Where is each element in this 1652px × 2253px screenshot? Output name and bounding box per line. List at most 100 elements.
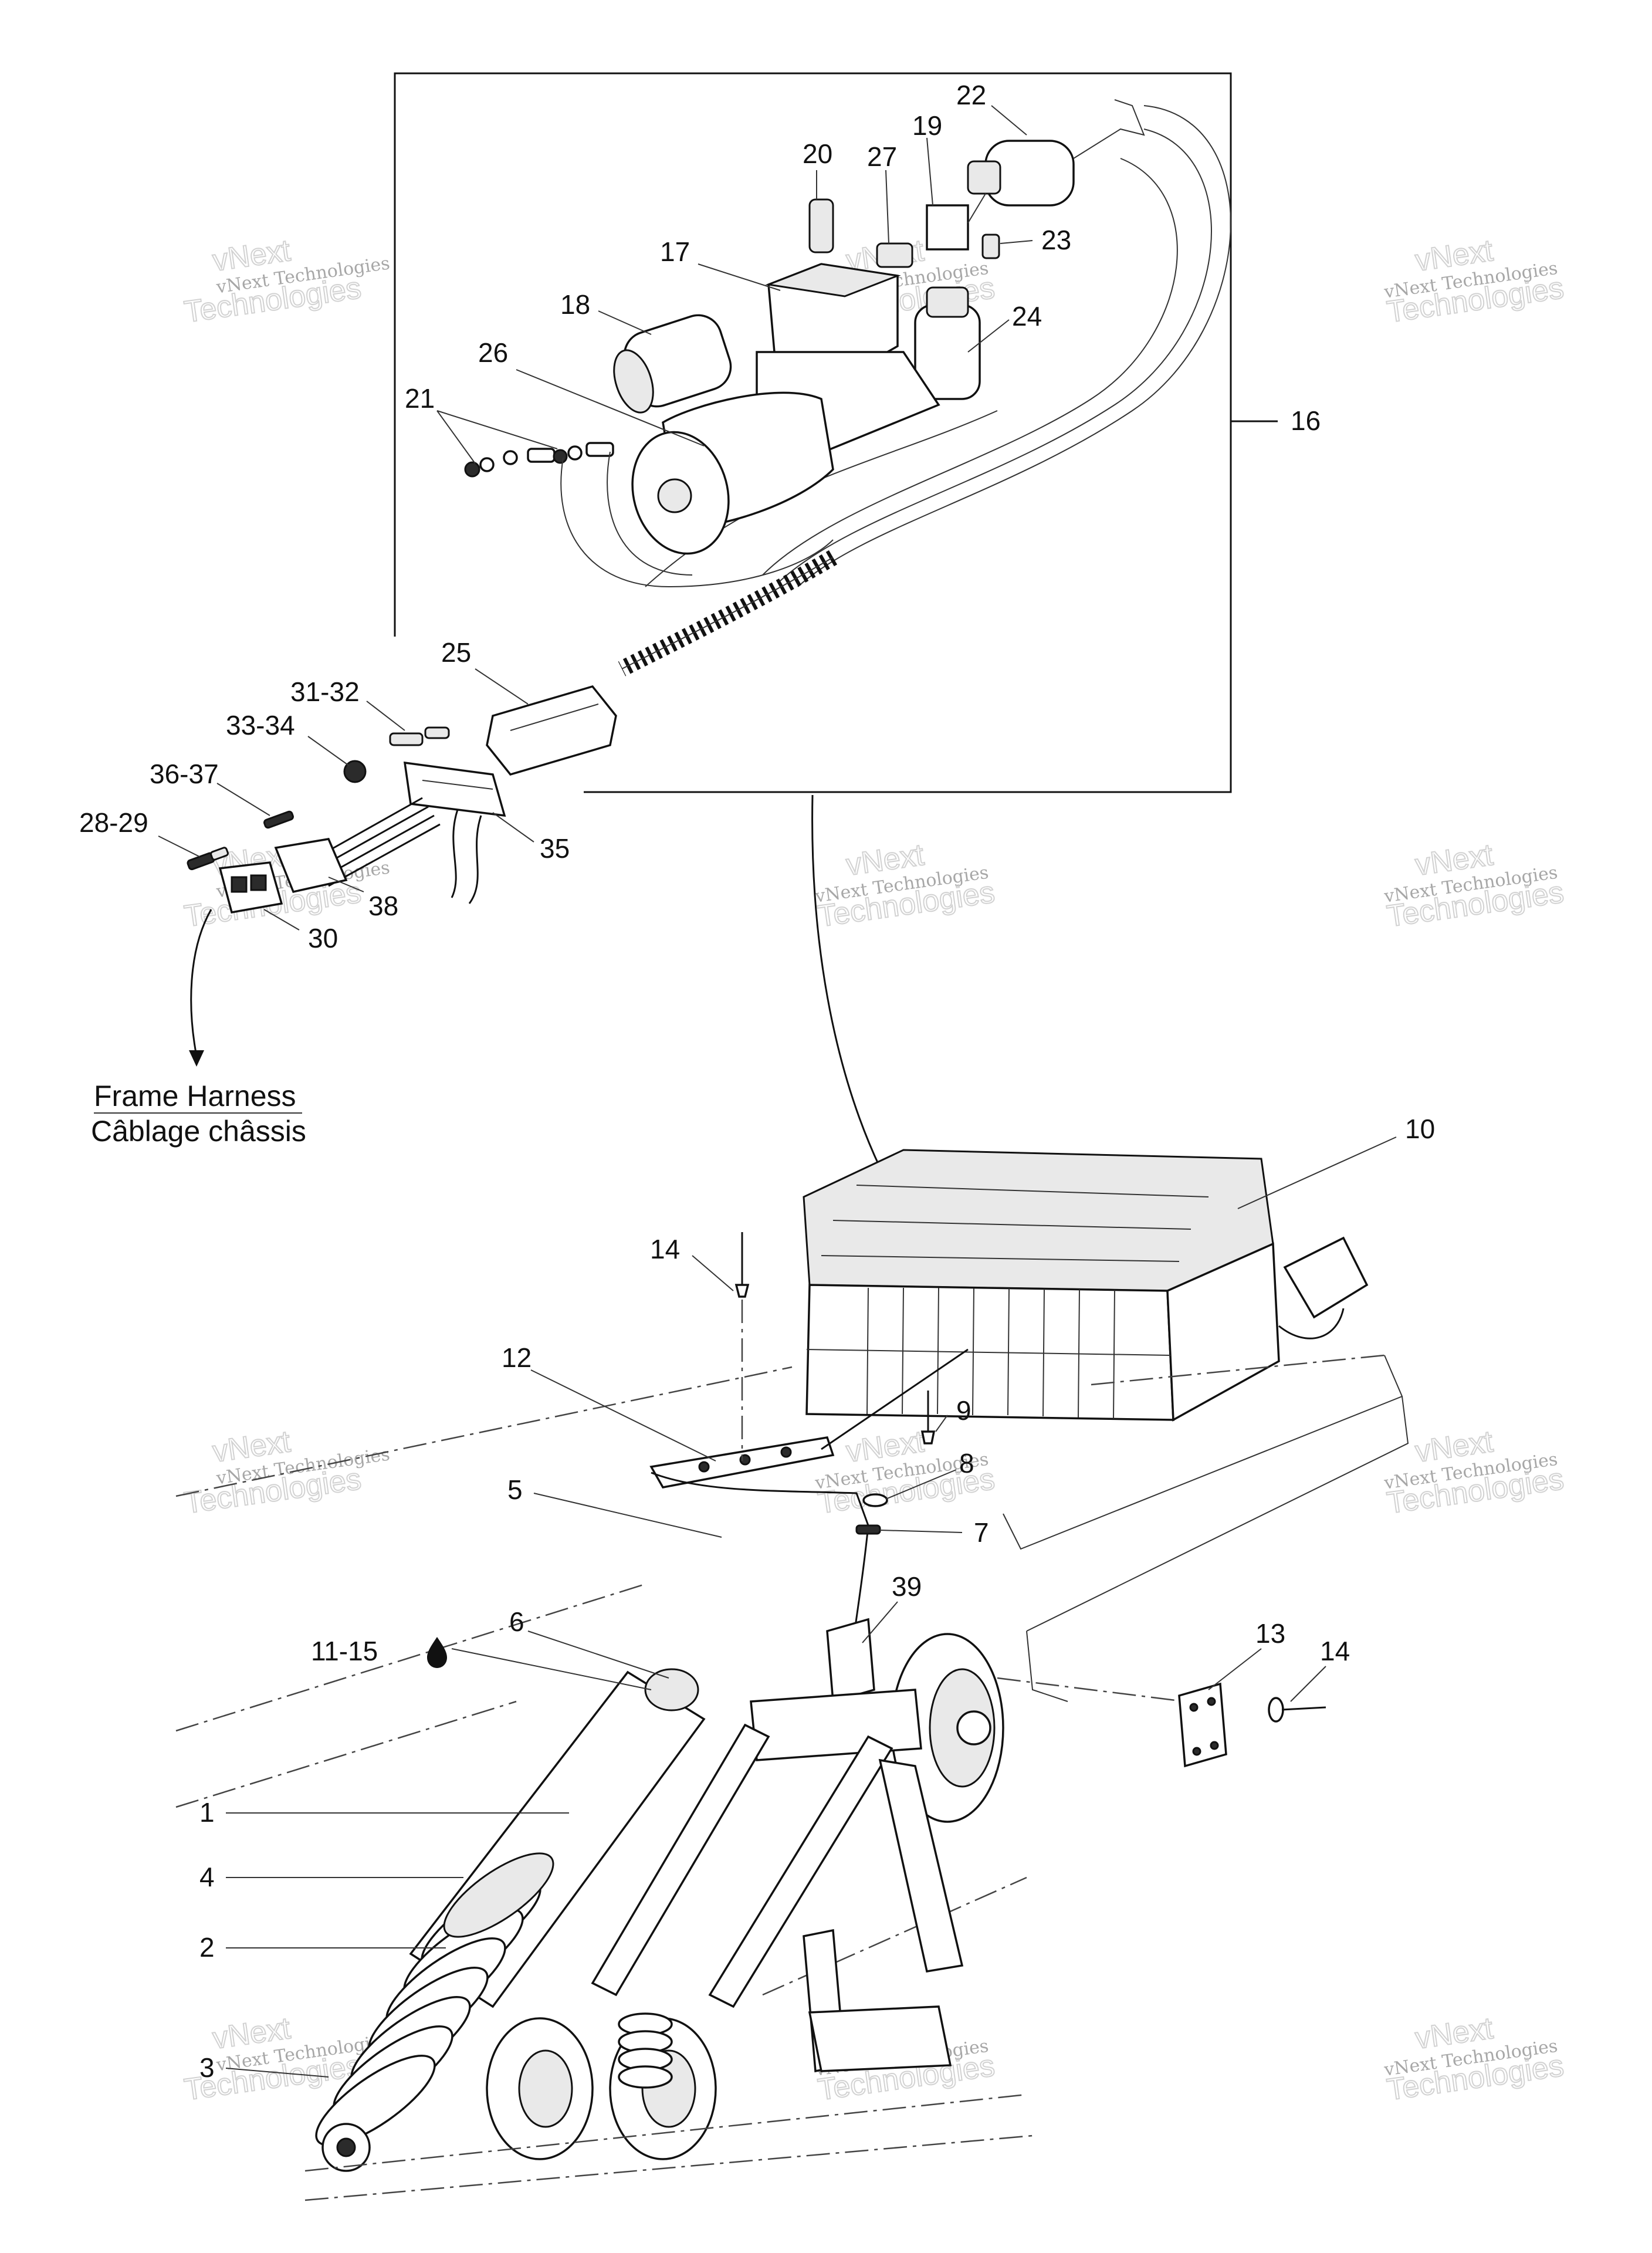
leader-10	[1237, 1136, 1397, 1209]
leader-35	[492, 812, 534, 843]
connector-35-rib	[422, 780, 493, 790]
leader-18	[598, 310, 652, 335]
leader-lines	[158, 105, 1397, 2078]
control-module-10	[803, 1149, 1369, 1422]
callout-33-34: 33-34	[226, 710, 295, 740]
callout-25: 25	[441, 637, 471, 668]
connector-25-rib	[510, 703, 599, 731]
callout-18: 18	[560, 289, 590, 320]
terminal-21	[585, 442, 614, 457]
leader-22	[991, 105, 1027, 136]
callout-3: 3	[199, 2052, 215, 2083]
leader-27	[885, 170, 889, 244]
rivet-14-head	[734, 1284, 750, 1298]
motor-wire	[560, 457, 834, 588]
leader-30	[263, 909, 300, 931]
rivet-14-right	[1281, 1706, 1326, 1711]
wire-38	[328, 806, 429, 864]
clip-36-37	[263, 810, 294, 829]
compressor-assembly	[464, 99, 1231, 676]
plate-hole	[1210, 1741, 1219, 1750]
watermark-top-left: vNext vNext Technologies Technologies	[182, 233, 391, 330]
dryer-cap-24	[926, 286, 969, 318]
module-rib	[1007, 1288, 1010, 1416]
bracket-hole	[780, 1446, 792, 1458]
bracket-hole	[698, 1461, 710, 1473]
module-cable	[1278, 1308, 1345, 1339]
head-top-17	[765, 263, 901, 297]
leader-38	[328, 877, 364, 892]
module-ribs	[806, 1185, 1209, 1419]
callout-16: 16	[1291, 405, 1321, 436]
frame-harness-caption: Frame Harness Câblage châssis	[91, 1080, 306, 1148]
callout-5: 5	[507, 1474, 523, 1505]
connector-25	[486, 685, 617, 776]
plate-assembly	[1178, 1682, 1326, 1768]
air-line	[762, 158, 1178, 576]
module-top	[803, 1149, 1274, 1292]
frame-harness-label-en: Frame Harness	[94, 1080, 296, 1112]
frame-rail-top	[1091, 1354, 1385, 1386]
callout-21: 21	[405, 383, 435, 414]
seal-33-34	[343, 760, 367, 783]
callout-24: 24	[1012, 301, 1042, 331]
leader-28-29	[158, 835, 200, 857]
clip-7	[855, 1524, 881, 1535]
connector-35	[403, 761, 506, 817]
plate-hole	[1189, 1703, 1199, 1712]
watermark-mid-center: vNext vNext Technologies Technologies	[813, 837, 997, 935]
spring-coil	[315, 2055, 436, 2146]
slide-rail	[304, 2093, 1027, 2172]
callout-19: 19	[912, 110, 942, 141]
fitting-23	[981, 234, 1000, 259]
leader-14-top	[692, 1255, 734, 1291]
tunnel-outline	[175, 1583, 646, 1732]
callout-17: 17	[660, 236, 690, 267]
washer-8	[862, 1493, 888, 1507]
leader-7	[879, 1530, 963, 1533]
frame-rail	[1026, 1630, 1068, 1702]
module-rib	[856, 1185, 1209, 1197]
callout-14-right: 14	[1320, 1636, 1350, 1666]
leader-24	[967, 319, 1010, 353]
wire-38	[328, 797, 423, 852]
callout-8: 8	[959, 1448, 974, 1479]
connector-38	[274, 838, 348, 894]
callout-35: 35	[540, 833, 570, 864]
line-19-22	[967, 193, 986, 224]
module-connector	[1283, 1236, 1369, 1319]
shock-collar-4	[443, 1852, 554, 1938]
connector-30-slot	[231, 876, 248, 893]
leader-31-32	[366, 701, 405, 731]
suspension-arm	[878, 1758, 964, 1973]
callout-27: 27	[867, 141, 897, 172]
screw-9-head	[920, 1430, 936, 1445]
callouts: 22 20 27 19 23 17 18 24 26 21 16 25 31-3…	[79, 80, 1435, 2083]
leader-21b	[436, 410, 558, 449]
callout-6: 6	[509, 1606, 524, 1637]
callout-2: 2	[199, 1932, 215, 1963]
leader-9	[935, 1415, 948, 1432]
frame-rail	[1026, 1396, 1409, 1632]
axis-line-13	[997, 1677, 1186, 1703]
pin-31-32	[424, 726, 450, 739]
bracket-39	[826, 1618, 875, 1703]
leader-8	[885, 1469, 957, 1500]
callout-7: 7	[974, 1517, 989, 1548]
detail-box-outline	[394, 72, 1232, 793]
wire-35	[468, 815, 482, 904]
connector-30-slot	[250, 874, 267, 891]
callout-36-37: 36-37	[150, 759, 219, 789]
coiled-harness	[618, 550, 838, 676]
callout-13: 13	[1255, 1618, 1285, 1649]
watermark-mid-left: vNext vNext Technologies Technologies	[182, 837, 391, 935]
coiled-harness-core	[621, 557, 834, 669]
module-rib	[937, 1287, 939, 1415]
suspension-assembly	[304, 1618, 1033, 2201]
adhesive-drop-icon	[427, 1637, 447, 1668]
callout-9: 9	[956, 1395, 971, 1426]
plate-hole	[1192, 1747, 1201, 1756]
watermark-top-right: vNext vNext Technologies Technologies	[1382, 233, 1566, 330]
wire-35	[451, 809, 459, 898]
